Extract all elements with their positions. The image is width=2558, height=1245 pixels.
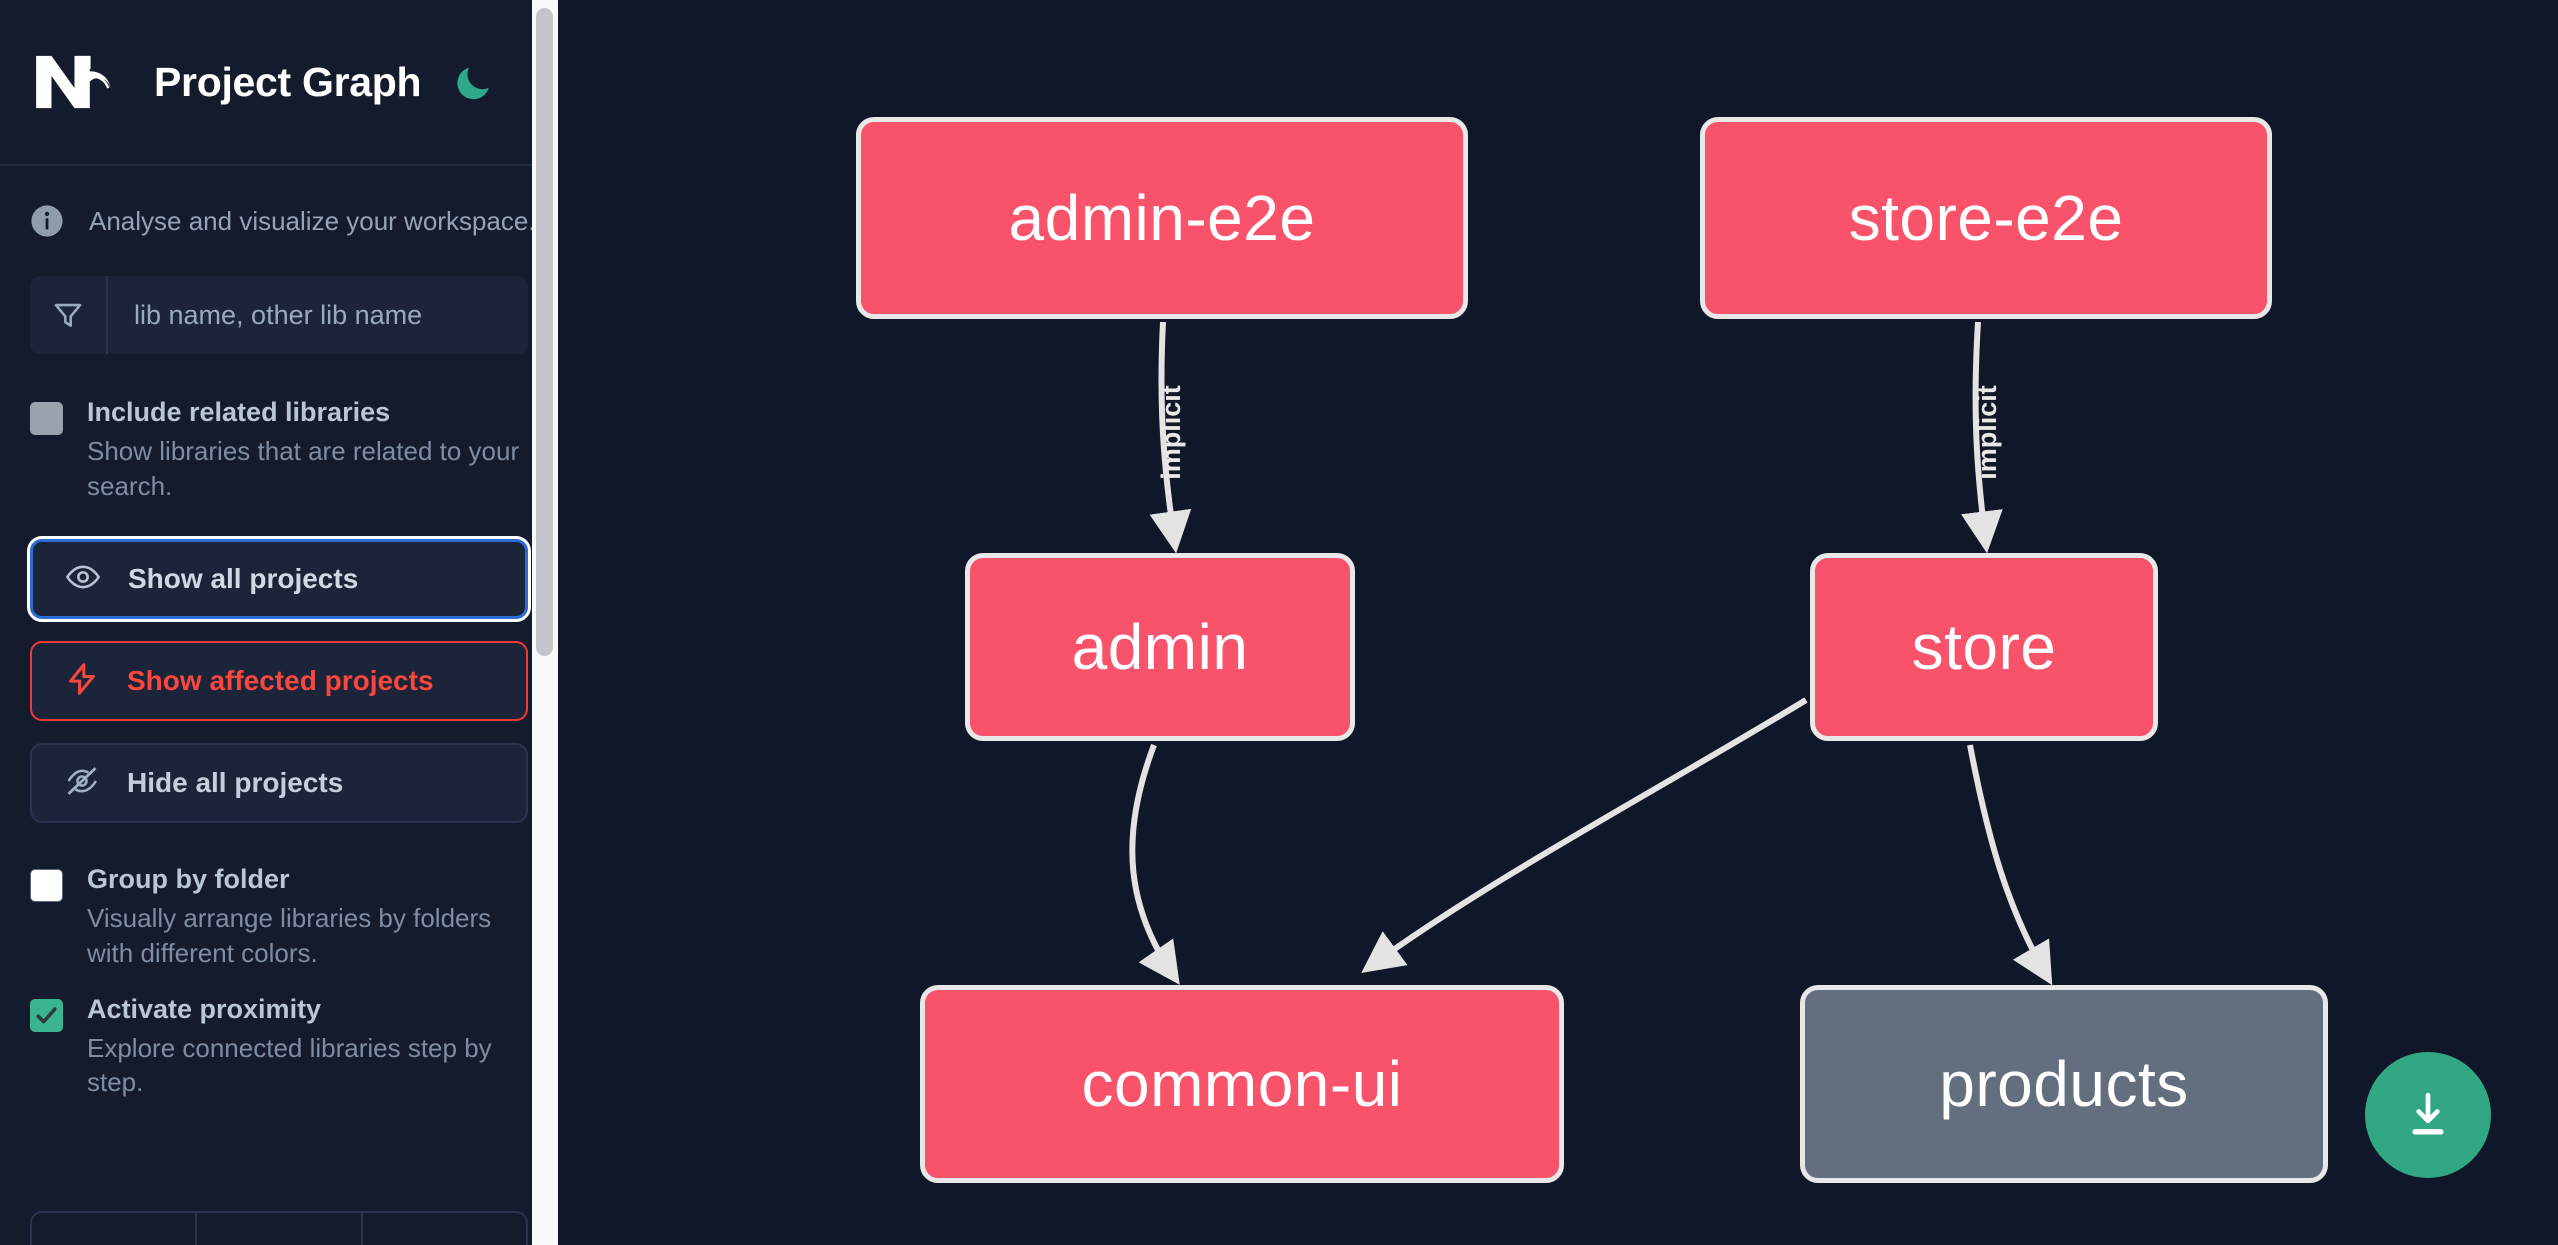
graph-node-store-e2e[interactable]: store-e2e bbox=[1700, 117, 2272, 319]
graph-edges bbox=[1129, 321, 2053, 986]
option-group-by-folder[interactable]: Group by folder Visually arrange librari… bbox=[30, 845, 528, 974]
lightning-icon bbox=[64, 661, 100, 702]
edge-admin-e2e-to-admin bbox=[1149, 321, 1192, 554]
hide-all-projects-label: Hide all projects bbox=[127, 767, 344, 799]
node-label: common-ui bbox=[1081, 1048, 1403, 1120]
sidebar-body: Include related libraries Show libraries… bbox=[0, 276, 558, 1104]
graph-node-products[interactable]: products bbox=[1800, 985, 2328, 1183]
node-label: products bbox=[1939, 1048, 2189, 1120]
show-affected-projects-label: Show affected projects bbox=[127, 665, 434, 697]
option-description: Visually arrange libraries by folders wi… bbox=[87, 903, 492, 968]
edge-label-admin-implicit: implicit bbox=[1155, 385, 1186, 480]
graph-node-store[interactable]: store bbox=[1810, 553, 2158, 741]
eye-off-icon bbox=[64, 763, 100, 804]
page-title: Project Graph bbox=[154, 58, 422, 105]
download-icon bbox=[2412, 1092, 2444, 1135]
graph-node-common-ui[interactable]: common-ui bbox=[920, 985, 1564, 1183]
node-label: store-e2e bbox=[1848, 182, 2124, 254]
filter-icon bbox=[30, 276, 108, 354]
option-label: Include related libraries bbox=[87, 397, 391, 427]
download-button[interactable] bbox=[2365, 1052, 2491, 1178]
edge-store-to-products bbox=[1967, 744, 2053, 986]
bottom-group-segment-3[interactable] bbox=[363, 1213, 526, 1245]
option-label: Group by folder bbox=[87, 864, 290, 895]
graph-canvas[interactable]: admin-e2e store-e2e admin store common-u… bbox=[558, 0, 2558, 1245]
bottom-button-group[interactable] bbox=[30, 1211, 528, 1245]
show-all-projects-button[interactable]: Show all projects bbox=[27, 536, 531, 623]
node-label: admin bbox=[1071, 611, 1249, 683]
option-description: Show libraries that are related to your … bbox=[87, 435, 520, 501]
moon-icon[interactable] bbox=[451, 59, 497, 105]
sidebar: Project Graph Analyse and visualize your… bbox=[0, 0, 558, 1245]
option-description: Explore connected libraries step by step… bbox=[87, 1032, 492, 1098]
graph-node-admin-e2e[interactable]: admin-e2e bbox=[856, 117, 1468, 319]
sidebar-header: Project Graph bbox=[0, 0, 558, 166]
spacer bbox=[30, 507, 528, 533]
option-label: Activate proximity bbox=[87, 993, 322, 1024]
node-label: store bbox=[1911, 611, 2057, 683]
option-activate-proximity[interactable]: Activate proximity Explore connected lib… bbox=[30, 975, 528, 1104]
bottom-group-segment-1[interactable] bbox=[32, 1213, 198, 1245]
group-by-folder-checkbox[interactable] bbox=[30, 869, 63, 903]
tagline-row: Analyse and visualize your workspace. bbox=[0, 166, 558, 276]
search-input[interactable] bbox=[108, 276, 528, 354]
activate-proximity-checkbox[interactable] bbox=[30, 998, 63, 1032]
hide-all-projects-button[interactable]: Hide all projects bbox=[30, 743, 528, 824]
tagline-text: Analyse and visualize your workspace. bbox=[89, 205, 536, 236]
show-all-projects-label: Show all projects bbox=[128, 563, 359, 595]
info-icon bbox=[30, 204, 64, 238]
edge-label-store-implicit: implicit bbox=[1971, 385, 2002, 480]
edge-store-e2e-to-store bbox=[1961, 321, 2003, 554]
option-include-related-libraries[interactable]: Include related libraries Show libraries… bbox=[30, 378, 528, 507]
check-icon bbox=[36, 1007, 57, 1024]
show-affected-projects-button[interactable]: Show affected projects bbox=[30, 641, 528, 722]
include-related-libraries-checkbox[interactable] bbox=[30, 402, 63, 435]
sidebar-scrollbar-thumb[interactable] bbox=[536, 8, 553, 656]
nx-logo-icon bbox=[30, 51, 122, 113]
edge-admin-to-common-ui bbox=[1129, 743, 1180, 985]
graph-node-admin[interactable]: admin bbox=[965, 553, 1355, 741]
sidebar-scrollbar[interactable] bbox=[532, 0, 558, 1245]
edge-store-to-common-ui bbox=[1361, 697, 1808, 973]
node-label: admin-e2e bbox=[1008, 182, 1316, 254]
search-field-wrapper[interactable] bbox=[30, 276, 528, 354]
eye-icon bbox=[65, 559, 101, 600]
bottom-group-segment-2[interactable] bbox=[197, 1213, 363, 1245]
